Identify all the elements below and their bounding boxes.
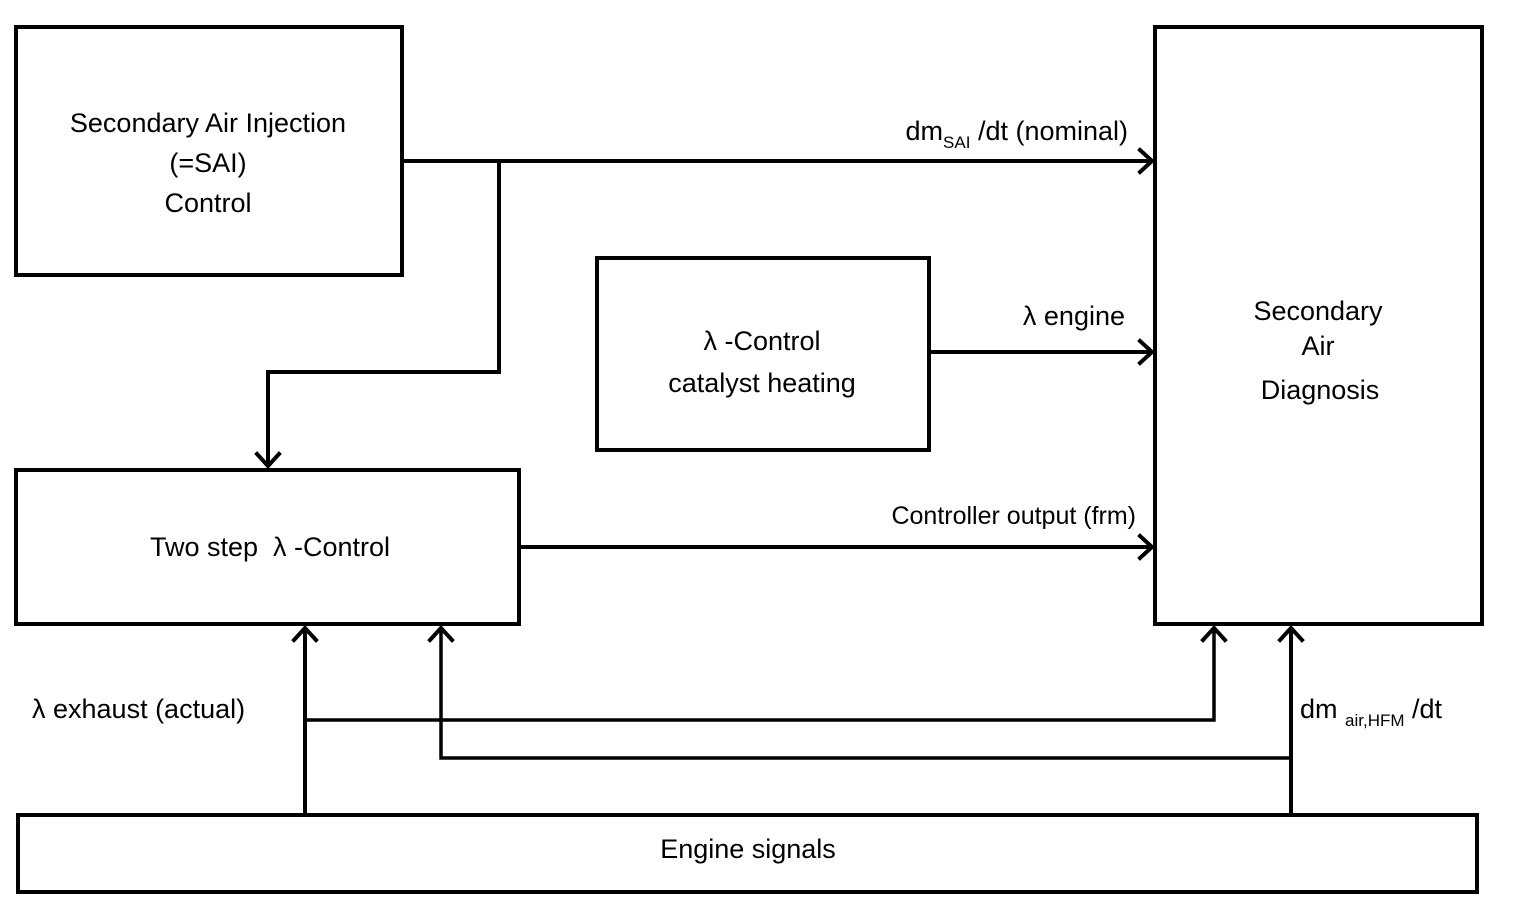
diagnosis-line1: Secondary <box>1253 296 1383 326</box>
signal-sai-nominal: dmSAI /dt (nominal) <box>906 116 1128 152</box>
lambda-heating-line2: catalyst heating <box>668 368 856 398</box>
two-step-lambda-control-block[interactable]: Two step λ -Control <box>14 468 521 626</box>
sai-control-line3: Control <box>164 188 251 218</box>
sai-control-line2: (=SAI) <box>169 148 246 178</box>
arrow-sai-to-diagnosis <box>402 147 1155 175</box>
arrow-sai-to-two-step <box>254 161 501 469</box>
arrow-lambda-exhaust-to-diagnosis <box>305 625 1228 722</box>
two-step-label: Two step λ -Control <box>150 532 390 562</box>
diagnosis-line2: Air <box>1302 331 1335 361</box>
arrow-air-hfm-to-two-step <box>427 625 1291 760</box>
signal-controller-output: Controller output (frm) <box>891 502 1136 530</box>
secondary-air-diagnosis-block[interactable]: Secondary Air Diagnosis <box>1153 25 1484 626</box>
sai-control-line1: Secondary Air Injection <box>70 108 346 138</box>
signal-lambda-exhaust: λ exhaust (actual) <box>32 694 245 724</box>
arrow-lambda-engine <box>929 338 1155 366</box>
arrow-controller-output <box>519 533 1155 561</box>
signal-air-hfm: dm air,HFM /dt <box>1300 694 1443 730</box>
engine-signals-block[interactable]: Engine signals <box>16 813 1479 894</box>
lambda-heating-line1: λ -Control <box>703 326 820 356</box>
arrow-air-hfm-to-diagnosis <box>1277 625 1305 815</box>
signal-lambda-engine: λ engine <box>1023 301 1125 331</box>
lambda-catalyst-heating-block[interactable]: λ -Control catalyst heating <box>595 256 931 452</box>
engine-signals-label: Engine signals <box>660 834 836 864</box>
sai-control-block[interactable]: Secondary Air Injection (=SAI) Control <box>14 25 404 277</box>
diagnosis-line3: Diagnosis <box>1261 375 1380 405</box>
